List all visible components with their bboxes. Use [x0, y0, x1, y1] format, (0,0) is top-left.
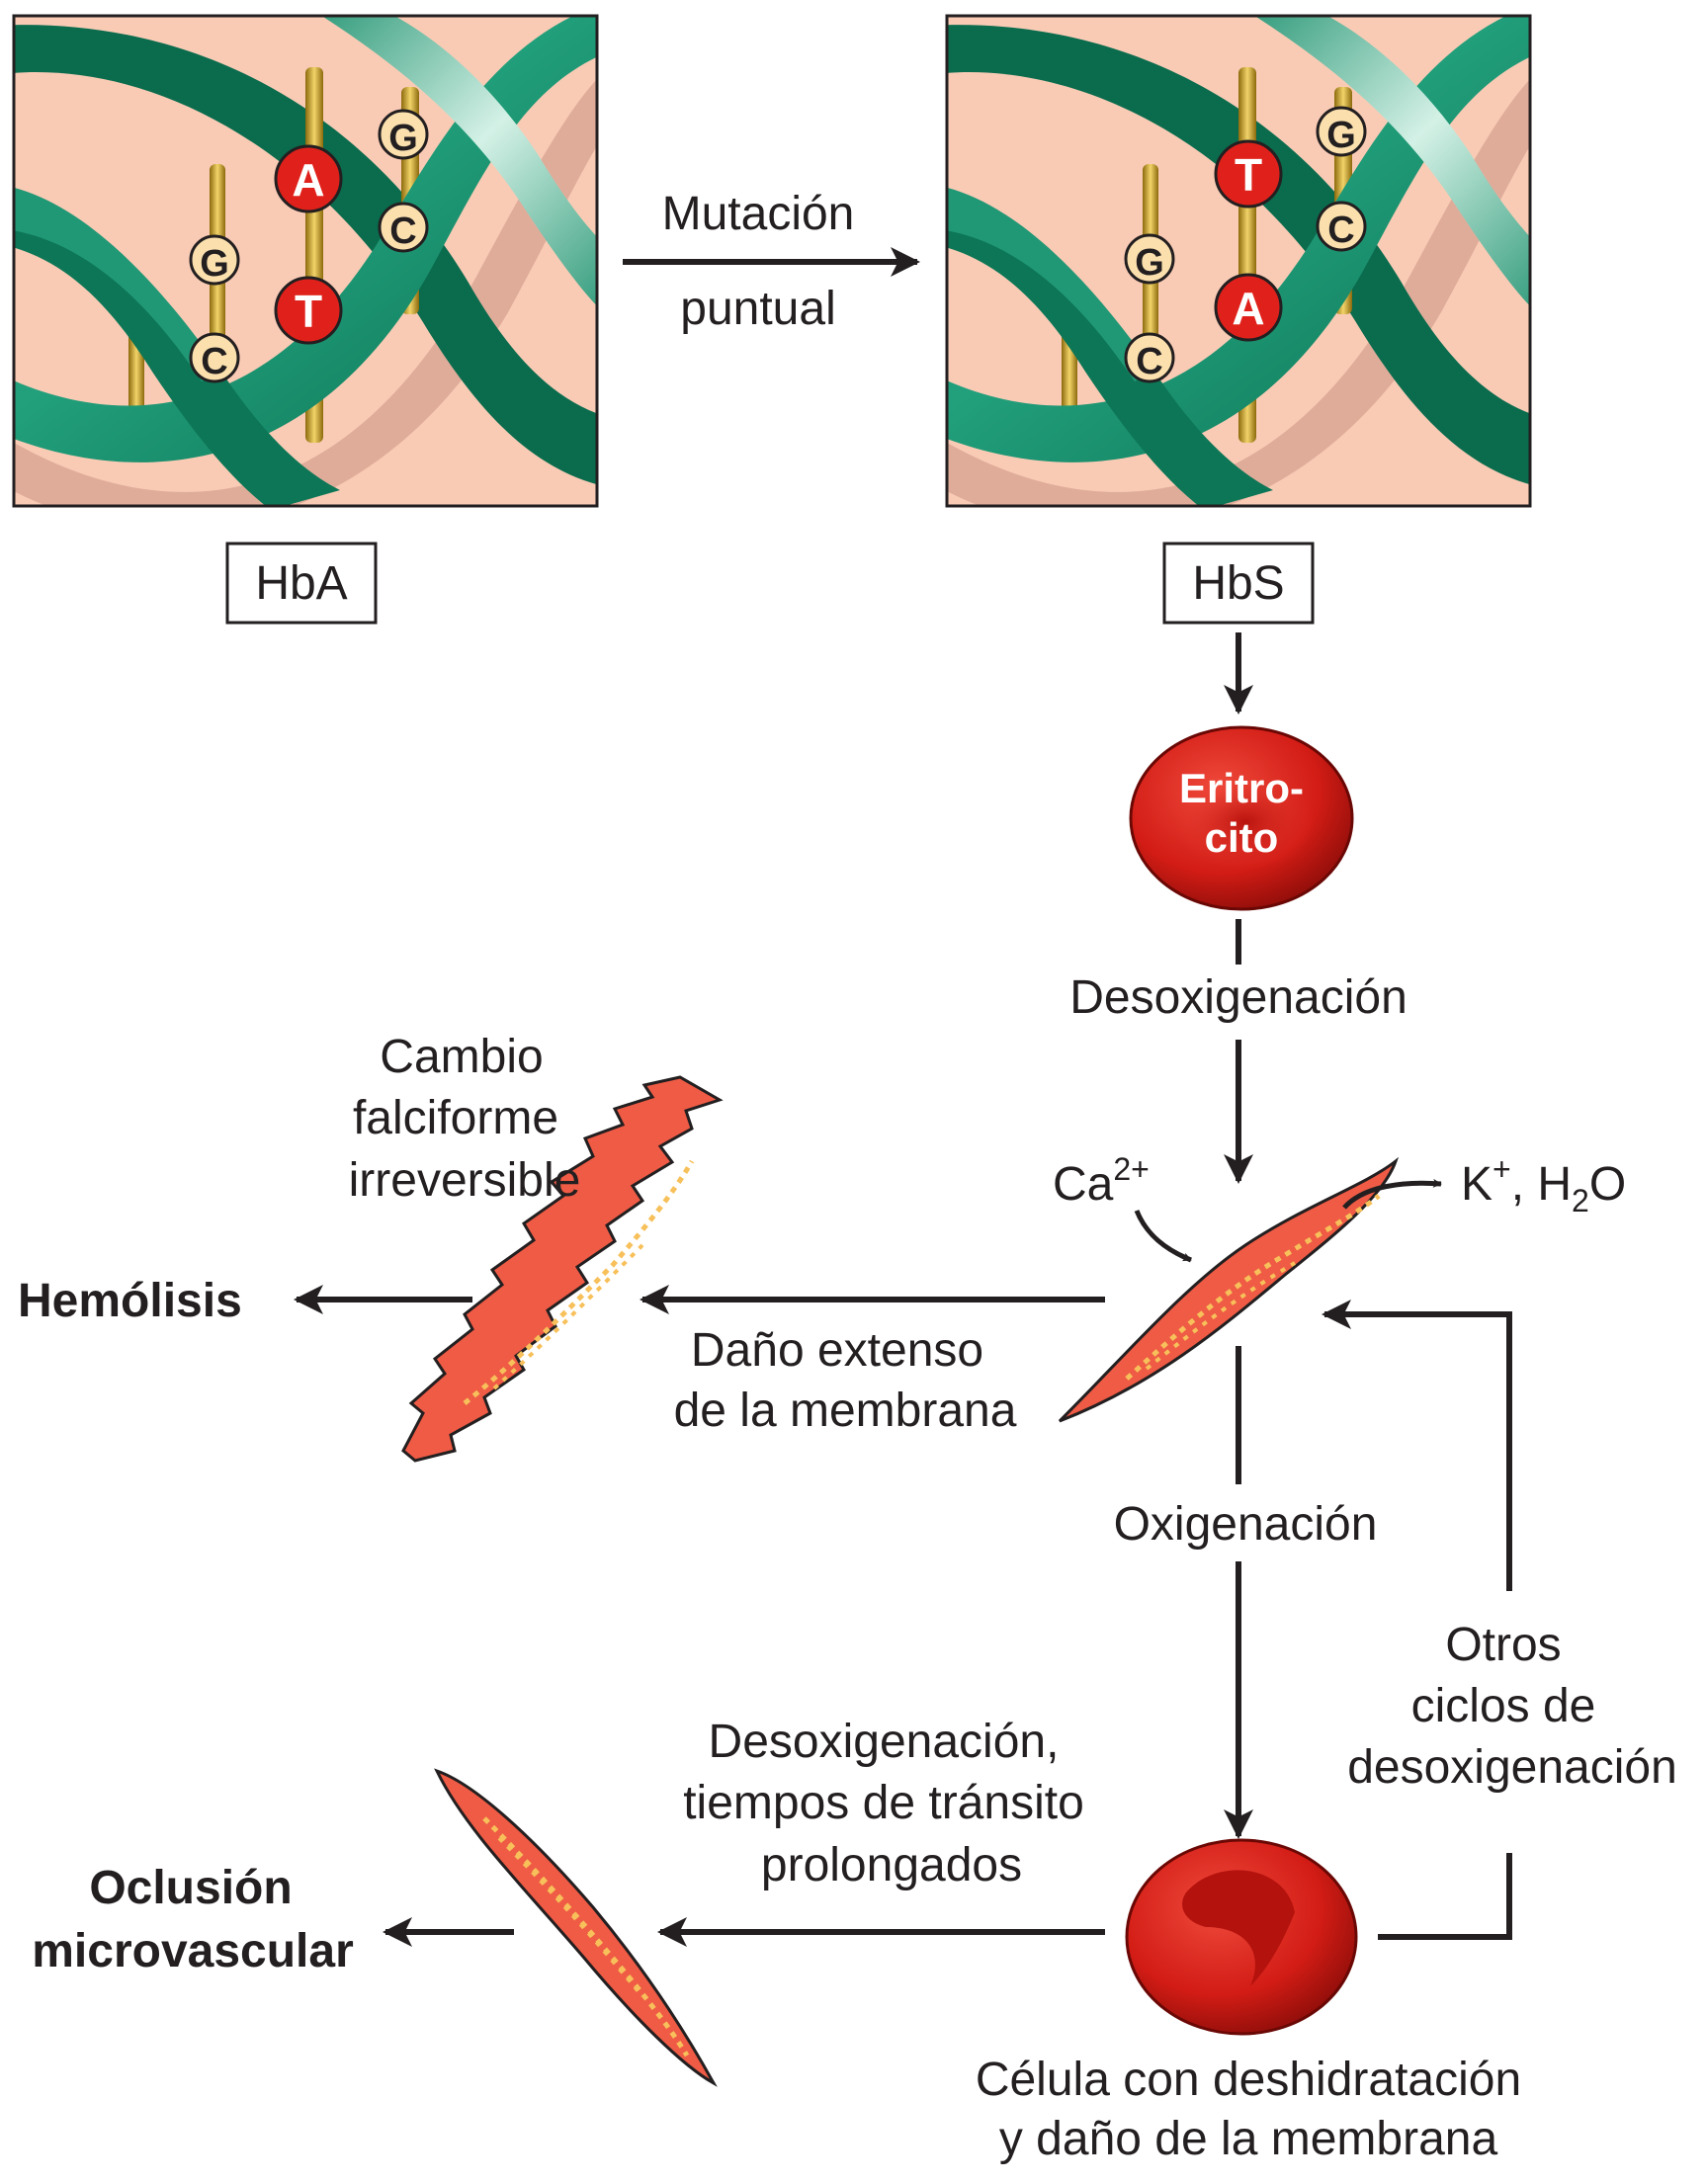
efflux-separator: ,: [1511, 1158, 1538, 1211]
calcium-influx: Ca2+: [1053, 1151, 1192, 1263]
other-cycles-line3: desoxigenación: [1347, 1741, 1677, 1794]
mutation-label-line2: puntual: [680, 283, 835, 335]
transit-line1: Desoxigenación,: [709, 1716, 1060, 1768]
occluding-sickle-cell: [434, 1768, 718, 2087]
base-letter: T: [1235, 149, 1262, 201]
water-h: H: [1537, 1158, 1572, 1211]
base-letter: A: [292, 154, 324, 206]
hbs-pair-2: T A: [1214, 139, 1283, 342]
dehydrated-cell-label: Célula con deshidratación y daño de la m…: [976, 2054, 1521, 2165]
occlusion-arrow: Oclusión microvascular: [32, 1862, 514, 1977]
base-letter: G: [1135, 242, 1164, 284]
hbs-pair-3: G C: [1316, 106, 1367, 252]
erythrocyte-label-line2: cito: [1205, 814, 1279, 861]
water-o: O: [1589, 1158, 1626, 1211]
central-sickle-cell: [1058, 1156, 1400, 1423]
membrane-damage-arrow: Daño extenso de la membrana: [640, 1285, 1105, 1437]
base-letter: C: [389, 210, 416, 252]
transit-arrow: Desoxigenación, tiempos de tránsito prol…: [657, 1716, 1105, 1947]
base-letter: C: [1327, 210, 1354, 251]
base-letter: G: [1326, 115, 1356, 156]
base-letter: G: [388, 118, 418, 159]
hemolysis-arrow: Hemólisis: [18, 1275, 472, 1327]
oxygenation-label: Oxigenación: [1114, 1498, 1378, 1551]
occlusion-line1: Oclusión: [89, 1862, 292, 1914]
base-letter: A: [1232, 283, 1264, 334]
hba-label-box: HbA: [225, 542, 378, 625]
membrane-damage-line2: de la membrana: [674, 1385, 1017, 1437]
irreversible-change-label: Cambio falciforme irreversible: [349, 1031, 581, 1207]
erythrocyte-cell: Eritro- cito: [1129, 725, 1354, 911]
deoxygenation-label: Desoxigenación: [1069, 971, 1407, 1024]
hemolysis-label: Hemólisis: [18, 1275, 242, 1327]
irreversible-line2: falciforme: [353, 1092, 558, 1144]
other-cycles-line2: ciclos de: [1411, 1680, 1596, 1732]
repeat-cycles-loop: Otros ciclos de desoxigenación: [1322, 1300, 1677, 1940]
irreversible-sickle-cell: [401, 1075, 724, 1463]
hba-pair-1: G C: [189, 234, 240, 383]
other-cycles-line1: Otros: [1445, 1619, 1561, 1671]
irreversible-line1: Cambio: [380, 1031, 543, 1083]
potassium-symbol: K: [1461, 1158, 1493, 1211]
efflux-label: K+, H2O: [1461, 1151, 1626, 1218]
potassium-water-efflux: K+, H2O: [1342, 1151, 1626, 1218]
erythrocyte-label-line1: Eritro-: [1179, 765, 1304, 811]
membrane-damage-line1: Daño extenso: [691, 1324, 983, 1377]
base-letter: G: [200, 243, 229, 285]
hba-dna-panel: G C A T G C: [12, 14, 599, 508]
irreversible-line3: irreversible: [349, 1154, 581, 1207]
potassium-charge: +: [1493, 1151, 1511, 1187]
hba-label: HbA: [255, 557, 347, 610]
dehydrated-line2: y daño de la membrana: [999, 2113, 1498, 2165]
base-letter: T: [295, 286, 322, 337]
oxygenation-arrow: Oxigenación: [1114, 1346, 1378, 1839]
calcium-symbol: Ca: [1053, 1158, 1114, 1211]
calcium-charge: 2+: [1113, 1151, 1149, 1187]
hba-pair-3: G C: [378, 109, 429, 253]
hbs-label-box: HbS: [1162, 542, 1315, 625]
dehydrated-cell: [1125, 1838, 1358, 2036]
transit-line2: tiempos de tránsito: [683, 1777, 1084, 1829]
hba-pair-2: A T: [274, 144, 343, 345]
mutation-arrow: Mutación puntual: [623, 188, 920, 335]
hbs-pair-1: G C: [1124, 233, 1175, 383]
occlusion-line2: microvascular: [32, 1925, 354, 1977]
dehydrated-line1: Célula con deshidratación: [976, 2054, 1521, 2106]
water-subscript: 2: [1572, 1183, 1589, 1218]
base-letter: C: [201, 341, 227, 382]
calcium-label: Ca2+: [1053, 1151, 1150, 1211]
transit-line3: prolongados: [761, 1839, 1022, 1891]
mutation-label-line1: Mutación: [662, 188, 855, 240]
base-letter: C: [1136, 341, 1162, 382]
hbs-label: HbS: [1192, 557, 1284, 610]
deoxygenation-arrow: Desoxigenación: [1069, 919, 1407, 1184]
hbs-dna-panel: G C T A G C: [945, 14, 1532, 508]
